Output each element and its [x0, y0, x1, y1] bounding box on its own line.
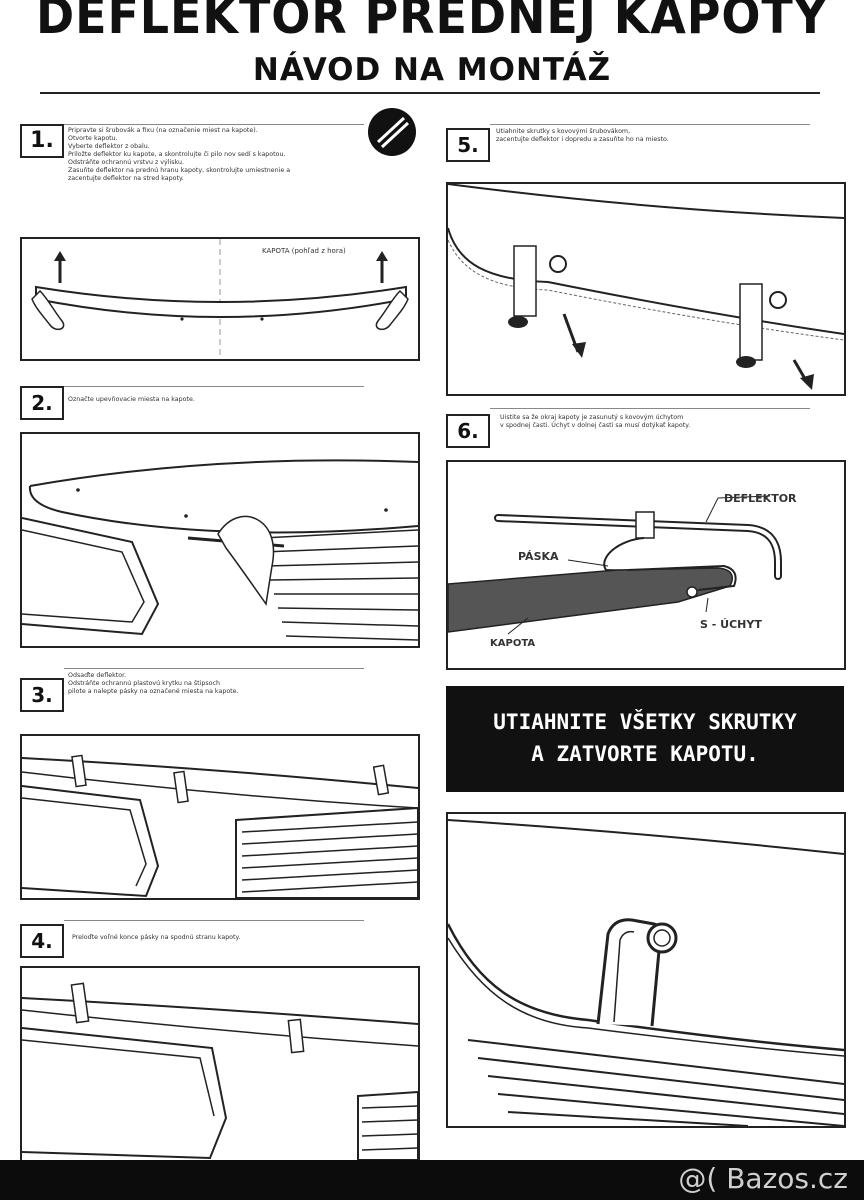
header-divider	[40, 92, 820, 94]
no-tools-icon	[368, 108, 416, 156]
label-s-uchyt: S - ÚCHYT	[700, 618, 762, 631]
banner-line-2: A ZATVORTE KAPOTU.	[531, 742, 759, 766]
final-instruction-banner: UTIAHNITE VŠETKY SKRUTKY A ZATVORTE KAPO…	[446, 686, 844, 792]
step-3-line: pilote a nalepte pásky na označené miest…	[68, 688, 239, 695]
step-4-rule	[64, 920, 364, 921]
step-1-line: Zasuňte deflektor na prednú hranu kapoty…	[68, 167, 291, 174]
step-1-number: 1.	[20, 124, 64, 158]
step-4-diagram	[20, 966, 420, 1162]
page-subtitle: NÁVOD NA MONTÁŽ	[252, 52, 612, 88]
step-2-line: Označte upevňovacie miesta na kapote.	[68, 396, 195, 403]
step-2-diagram	[20, 432, 420, 648]
step-1-line: zacentujte deflektor na stred kapoty.	[68, 175, 184, 182]
step-5-line: zacentujte deflektor i dopredu a zasuňte…	[496, 136, 669, 143]
step-4-line: Preloďte voľné konce pásky na spodnú str…	[72, 934, 241, 941]
step-1-line: Pripravte si šrubovák a fixu (na označen…	[68, 127, 258, 134]
step-5-line: Utiahnite skrutky s kovovými šrubovákom,	[496, 128, 631, 135]
step-3-instructions: Odsaďte deflektor. Odstráňte ochrannú pl…	[68, 672, 239, 696]
step-6-number: 6.	[446, 414, 490, 448]
step-1-instructions: Pripravte si šrubovák a fixu (na označen…	[68, 127, 290, 183]
step-4-number: 4.	[20, 924, 64, 958]
step-1-line: Vyberte deflektor z obalu.	[68, 143, 150, 150]
step-6-rule	[490, 408, 810, 409]
step-1-line: Otvorte kapotu.	[68, 135, 118, 142]
step-3-number: 3.	[20, 678, 64, 712]
label-paska: PÁSKA	[518, 550, 559, 563]
step-3-line: Odsaďte deflektor.	[68, 672, 127, 679]
label-deflektor: DEFLEKTOR	[724, 492, 797, 505]
step-5-instructions: Utiahnite skrutky s kovovými šrubovákom,…	[496, 128, 669, 144]
step-3-rule	[64, 668, 364, 669]
step-5-diagram	[446, 182, 846, 396]
step-2-number: 2.	[20, 386, 64, 420]
step-1-diagram-label: KAPOTA (pohľad z hora)	[262, 247, 346, 255]
step-1-line: Priložte deflektor ku kapote, a skontrol…	[68, 151, 286, 158]
step-3-diagram	[20, 734, 420, 900]
step-2-rule	[64, 386, 364, 387]
final-diagram	[446, 812, 846, 1128]
step-5-number: 5.	[446, 128, 490, 162]
step-3-line: Odstráňte ochrannú plastovú krytku na št…	[68, 680, 220, 687]
step-4-instructions: Preloďte voľné konce pásky na spodnú str…	[72, 934, 240, 942]
step-1-line: Odstráňte ochrannú vrstvu z výlisku.	[68, 159, 184, 166]
step-6-line: v spodnej časti. Úchyt v dolnej časti sa…	[500, 422, 691, 429]
step-1-diagram: KAPOTA (pohľad z hora)	[20, 237, 420, 361]
step-5-rule	[490, 124, 810, 125]
watermark: @( Bazos.cz	[678, 1162, 848, 1195]
step-6-line: Uistite sa že okraj kapoty je zasunutý s…	[500, 414, 684, 421]
label-kapota: KAPOTA	[490, 638, 535, 649]
step-2-instructions: Označte upevňovacie miesta na kapote.	[68, 396, 195, 404]
banner-line-1: UTIAHNITE VŠETKY SKRUTKY	[493, 710, 797, 734]
page-title: DEFLEKTOR PREDNEJ KAPOTY	[36, 0, 828, 45]
footer-bar	[0, 1160, 864, 1200]
step-1-rule	[64, 124, 364, 125]
step-6-diagram: DEFLEKTOR PÁSKA S - ÚCHYT KAPOTA	[446, 460, 846, 670]
step-6-instructions: Uistite sa že okraj kapoty je zasunutý s…	[500, 414, 690, 430]
